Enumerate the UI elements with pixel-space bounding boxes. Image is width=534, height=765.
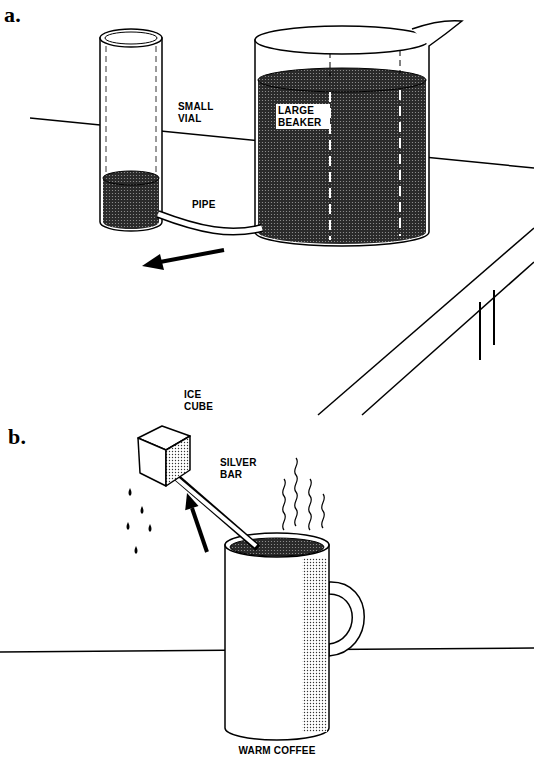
vial-rim: [100, 29, 162, 47]
ice-cube: [138, 426, 190, 486]
vial-liquid: [103, 178, 159, 229]
silver-bar: [175, 476, 258, 548]
beaker-spout: [412, 21, 462, 46]
graduation-mark: [330, 90, 400, 240]
water-drop: [141, 506, 144, 514]
pipe: [158, 214, 262, 232]
pipe: [158, 214, 262, 232]
table-leg: [480, 290, 494, 360]
large-beaker: [255, 21, 462, 246]
beaker-rim: [255, 26, 429, 54]
mug: [225, 533, 364, 740]
part-label: SILVER BAR: [218, 456, 268, 481]
coffee: [230, 538, 324, 556]
cube-face: [166, 436, 190, 486]
beaker-liquid: [258, 80, 426, 244]
water-drop: [135, 546, 138, 554]
water-drops: [127, 488, 152, 554]
water-drop: [127, 522, 130, 530]
table-edge: [318, 228, 534, 415]
part-label: PIPE: [190, 198, 218, 212]
flow-arrowhead: [142, 254, 164, 270]
heat-arrowhead: [185, 493, 198, 510]
water-drop: [129, 488, 132, 496]
steam-line: [322, 494, 325, 528]
vial-rim: [105, 32, 157, 44]
vial-glass: [106, 46, 156, 176]
mug-body: [225, 545, 329, 740]
mug-handle: [329, 582, 364, 656]
table-edge: [362, 262, 534, 415]
steam-line: [309, 479, 312, 530]
part-label: WARM COFFEE: [236, 744, 317, 758]
part-label: SMALL VIAL: [176, 100, 224, 125]
panel-letter: a.: [4, 4, 21, 26]
small-vial: [100, 29, 162, 231]
part-label: LARGE BEAKER: [276, 104, 330, 129]
beaker-liquid-surface: [258, 68, 426, 92]
water-drop: [149, 524, 152, 532]
silver-bar: [176, 478, 256, 546]
mug-shading: [302, 558, 327, 732]
beaker-body: [255, 40, 429, 246]
steam: [283, 458, 325, 530]
heat-arrow: [192, 508, 207, 552]
panel-letter: b.: [8, 426, 26, 448]
part-label: ICE CUBE: [182, 388, 226, 413]
cube-face: [138, 438, 166, 486]
vial-liquid-surface: [103, 171, 159, 185]
flow-arrow: [160, 250, 224, 262]
steam-line: [283, 479, 286, 530]
steam-line: [295, 458, 298, 526]
vial-body: [100, 38, 162, 231]
